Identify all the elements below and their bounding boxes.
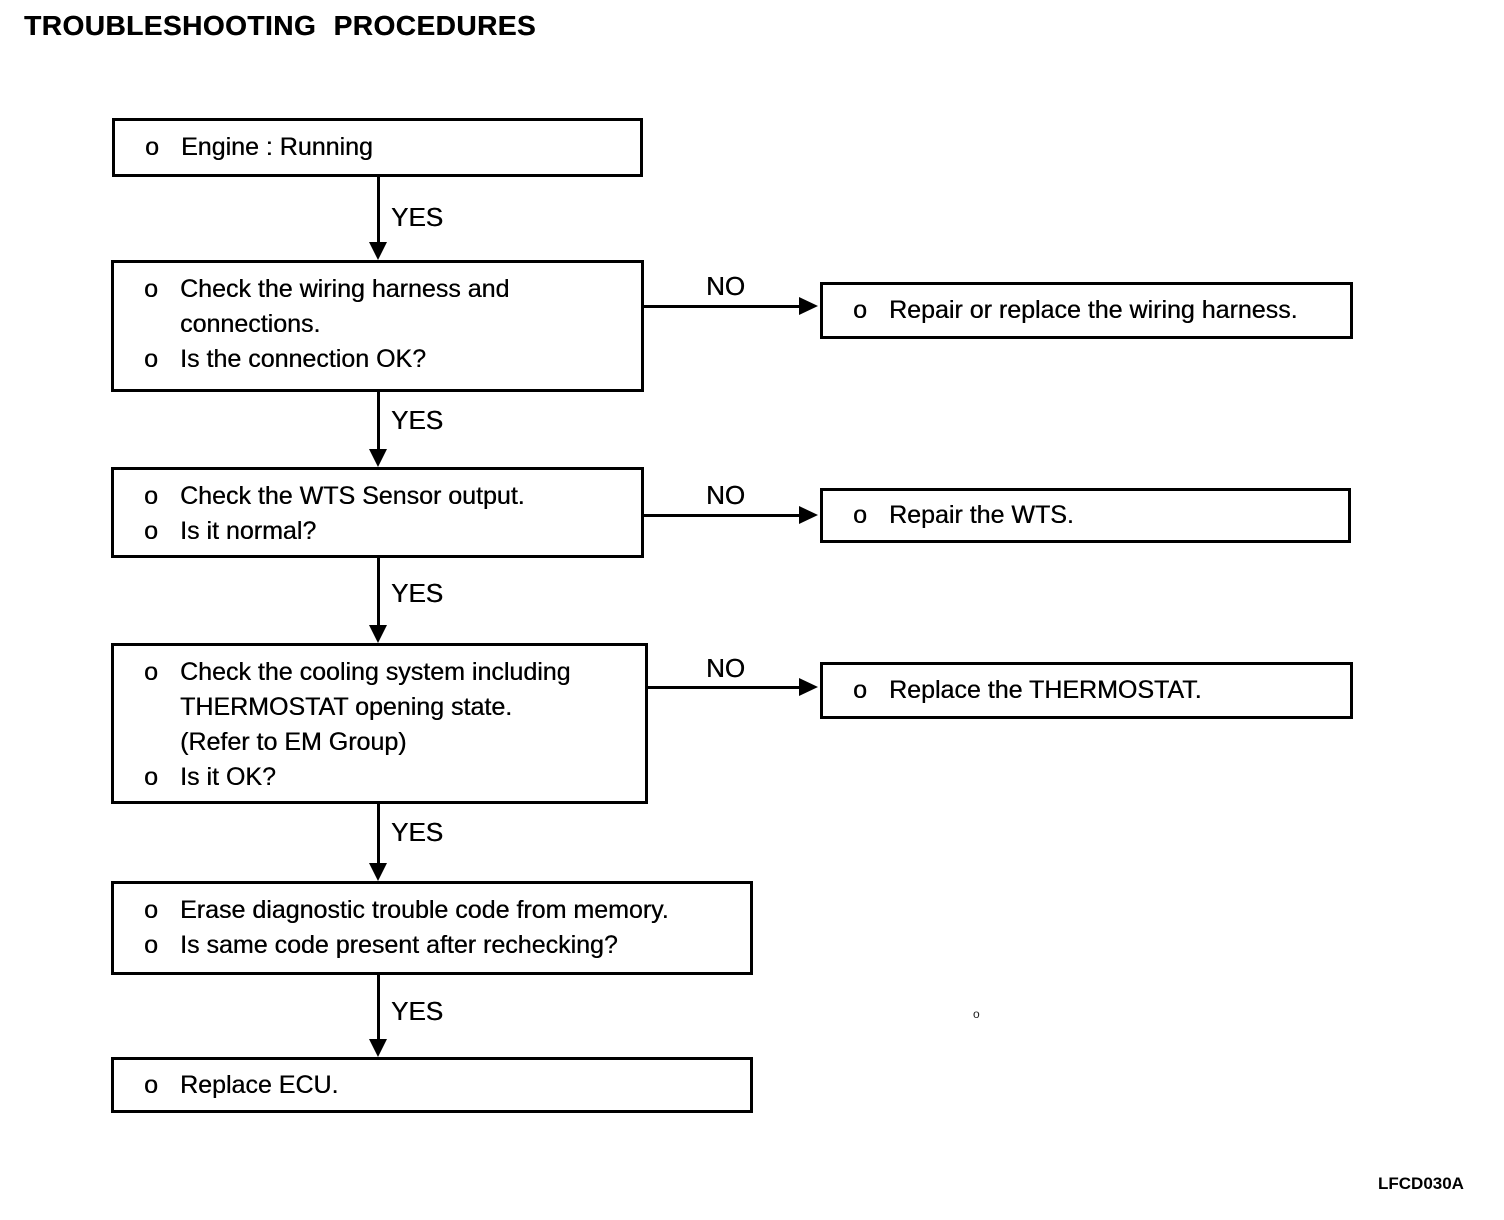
step-text: Replace ECU.	[180, 1070, 339, 1099]
bullet-marker: o	[145, 133, 159, 161]
remedy-box-replace-thermostat: o Replace the THERMOSTAT.	[820, 662, 1353, 719]
step-text: (Refer to EM Group)	[180, 728, 407, 756]
arrow-right-icon	[799, 678, 818, 696]
figure-code: LFCD030A	[1378, 1174, 1464, 1193]
step-box-replace-ecu: o Replace ECU.	[111, 1057, 753, 1113]
step-line: o Check the WTS Sensor output.	[144, 479, 633, 514]
step-box-check-wiring-harness: o Check the wiring harness and connectio…	[111, 260, 644, 392]
remedy-text: Repair or replace the wiring harness.	[889, 296, 1298, 324]
arrow-right-icon	[799, 506, 818, 524]
bullet-marker: o	[144, 763, 158, 791]
connector-line-4	[377, 802, 380, 864]
scan-artifact: o	[973, 1007, 980, 1021]
step-line: o Replace ECU.	[144, 1068, 742, 1103]
step-text: THERMOSTAT opening state.	[180, 693, 513, 721]
bullet-marker: o	[144, 275, 158, 303]
bullet-marker: o	[853, 296, 867, 324]
bullet-marker: o	[144, 658, 158, 686]
arrow-down-icon	[369, 242, 387, 260]
step-text: Check the WTS Sensor output.	[180, 482, 525, 510]
no-label-1: NO	[706, 271, 745, 301]
step-line: o Is the connection OK?	[144, 342, 633, 377]
remedy-line: o Repair or replace the wiring harness.	[853, 293, 1342, 328]
step-text: Is same code present after rechecking?	[180, 931, 618, 959]
yes-label-5: YES	[391, 996, 444, 1026]
step-line: o Erase diagnostic trouble code from mem…	[144, 893, 742, 928]
yes-label-1: YES	[391, 202, 444, 232]
connector-line-3	[377, 556, 380, 626]
bullet-marker	[144, 725, 180, 760]
step-box-erase-dtc: o Erase diagnostic trouble code from mem…	[111, 881, 753, 975]
bullet-marker: o	[144, 896, 158, 924]
step-box-check-wts-sensor: o Check the WTS Sensor output. o Is it n…	[111, 467, 644, 558]
page-title: TROUBLESHOOTING PROCEDURES	[24, 10, 537, 41]
step-text: Is it OK?	[180, 763, 276, 791]
bullet-marker	[144, 307, 180, 342]
bullet-marker: o	[853, 676, 867, 704]
arrow-right-icon	[799, 297, 818, 315]
bullet-marker: o	[144, 482, 158, 510]
step-line: connections.	[144, 307, 633, 342]
remedy-line: o Replace the THERMOSTAT.	[853, 673, 1342, 708]
step-line: THERMOSTAT opening state.	[144, 690, 637, 725]
remedy-box-repair-wiring-harness: o Repair or replace the wiring harness.	[820, 282, 1353, 339]
step-text: Is it normal?	[180, 517, 317, 545]
connector-line-2	[377, 391, 380, 450]
step-line: o Is it OK?	[144, 760, 637, 795]
bullet-marker: o	[144, 345, 158, 373]
remedy-line: o Repair the WTS.	[853, 498, 1340, 533]
step-line: (Refer to EM Group)	[144, 725, 637, 760]
yes-label-3: YES	[391, 578, 444, 608]
yes-label-4: YES	[391, 817, 444, 847]
step-line: o Is same code present after rechecking?	[144, 928, 742, 963]
step-text: Check the wiring harness and	[180, 275, 510, 303]
no-branch-line-2	[644, 514, 800, 517]
bullet-marker: o	[853, 501, 867, 529]
arrow-down-icon	[369, 449, 387, 467]
bullet-marker: o	[144, 517, 158, 545]
step-text: Is the connection OK?	[180, 345, 426, 373]
step-line: o Is it normal?	[144, 514, 633, 549]
step-text: Engine : Running	[181, 133, 373, 161]
remedy-box-repair-wts: o Repair the WTS.	[820, 488, 1351, 543]
no-label-2: NO	[706, 480, 745, 510]
connector-line-5	[377, 974, 380, 1040]
step-line: o Engine : Running	[145, 130, 632, 165]
bullet-marker	[144, 690, 180, 725]
step-line: o Check the cooling system including	[144, 655, 637, 690]
no-branch-line-3	[646, 686, 800, 689]
no-branch-line-1	[644, 305, 800, 308]
remedy-text: Replace the THERMOSTAT.	[889, 676, 1202, 704]
arrow-down-icon	[369, 1039, 387, 1057]
step-box-check-cooling-system: o Check the cooling system including THE…	[111, 643, 648, 804]
yes-label-2: YES	[391, 405, 444, 435]
step-line: o Check the wiring harness and	[144, 272, 633, 307]
step-text: Check the cooling system including	[180, 658, 571, 686]
bullet-marker: o	[144, 931, 158, 959]
step-text: connections.	[180, 310, 321, 338]
step-text: Erase diagnostic trouble code from memor…	[180, 896, 669, 924]
arrow-down-icon	[369, 625, 387, 643]
remedy-text: Repair the WTS.	[889, 501, 1074, 529]
bullet-marker: o	[144, 1070, 158, 1099]
arrow-down-icon	[369, 863, 387, 881]
no-label-3: NO	[706, 653, 745, 683]
step-box-engine-running: o Engine : Running	[112, 118, 643, 177]
connector-line-1	[377, 176, 380, 243]
